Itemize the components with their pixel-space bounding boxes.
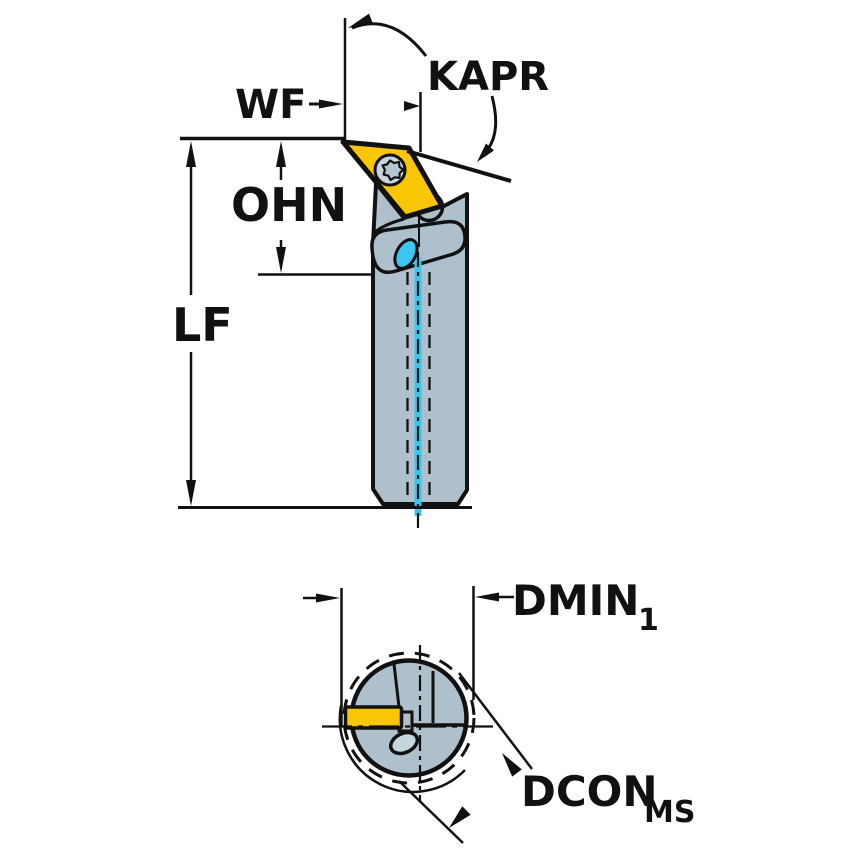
wf-arrowhead-icon (319, 99, 343, 109)
dcon-lower-arrowhead-icon (449, 806, 471, 828)
coolant-channel (393, 238, 431, 529)
kapr-arc-upper-arrowhead-icon (348, 13, 373, 28)
dcon-dimension: DCON MS (398, 672, 695, 844)
ohn-label: OHN (231, 178, 347, 232)
lf-down-arrowhead-icon (186, 480, 196, 506)
dmin-right-arrowhead-icon (475, 592, 499, 602)
kapr-arc-upper (351, 22, 428, 57)
lf-dimension: LF (172, 141, 233, 506)
cutting-diameter-dashed-circle (342, 651, 476, 785)
kapr-vertex-arrowhead-icon (404, 101, 420, 111)
head-edge-line (374, 217, 405, 234)
ohn-up-arrowhead-icon (276, 141, 286, 167)
dcon-tangent-line-upper (458, 672, 533, 770)
coolant-nozzle (393, 238, 419, 270)
kapr-label: KAPR (427, 54, 549, 100)
insert-end-view (343, 705, 404, 730)
ohn-dimension: OHN (231, 141, 347, 273)
coolant-duct (414, 258, 422, 516)
wf-label: WF (235, 82, 306, 128)
dmin-dimension: DMIN 1 (303, 576, 659, 727)
kapr-arc-lower-arrowhead-icon (477, 143, 494, 162)
ohn-down-arrowhead-icon (276, 247, 286, 273)
lf-up-arrowhead-icon (186, 141, 196, 167)
dcon-upper-arrowhead-icon (502, 753, 522, 777)
min-bore-arc (338, 704, 466, 794)
torx-icon (381, 159, 405, 182)
cutting-edge-line (406, 149, 512, 183)
dcon-tangent-line-lower (398, 780, 464, 844)
wf-dimension: WF (235, 82, 343, 128)
end-facet-line-left (392, 663, 401, 708)
coolant-exit-hole (388, 730, 420, 756)
dcon-label: DCON (521, 767, 658, 816)
side-view: KAPR WF OHN LF (172, 13, 549, 529)
dmin-label: DMIN (512, 576, 639, 625)
kapr-arc-lower (486, 95, 498, 150)
end-view: DMIN 1 DCON MS (303, 576, 695, 844)
dmin-left-arrowhead-icon (316, 593, 340, 603)
kapr-dimension: KAPR (343, 13, 549, 183)
cutting-insert (340, 139, 445, 220)
dcon-label-subscript: MS (644, 795, 695, 830)
dmin-label-subscript: 1 (638, 603, 659, 638)
lf-label: LF (172, 298, 233, 352)
